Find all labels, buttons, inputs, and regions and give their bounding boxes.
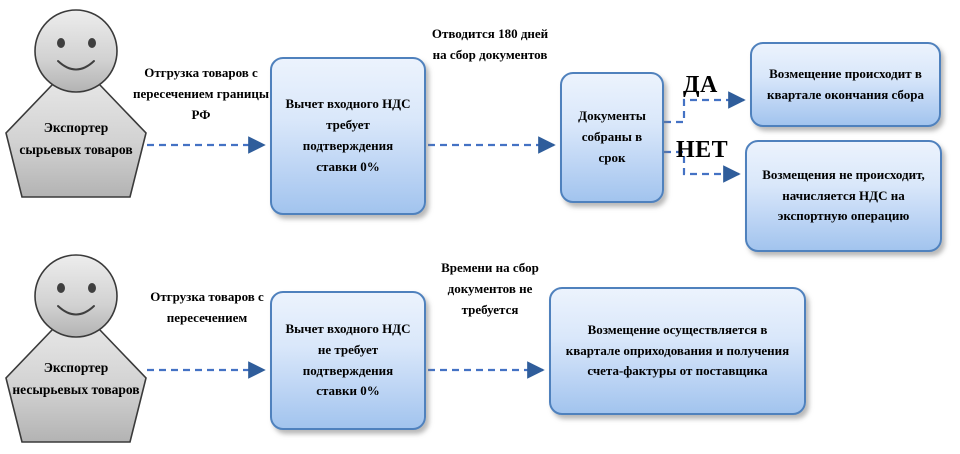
eye-icon (88, 283, 96, 293)
smile-icon (57, 305, 95, 316)
documents-collected-box: Документы собраны в срок (560, 72, 664, 203)
arrow-yes-branch (664, 91, 746, 124)
deadline-180-label: Отводится 180 дней на сбор документов (431, 26, 549, 62)
deduction-required-box: Вычет входного НДС требует подтверждения… (270, 57, 426, 215)
smile-icon (57, 60, 95, 71)
smiley-face-icon (34, 9, 118, 93)
smiley-face-icon (34, 254, 118, 338)
shipment-label-top: Отгрузка товаров с пересечением границы … (132, 65, 269, 122)
refund-on-time-box: Возмещение происходит в квартале окончан… (750, 42, 941, 127)
exporter-body-shape (5, 303, 147, 443)
no-deadline-label: Времени на сбор документов не требуется (441, 260, 539, 317)
exporter-nonraw-label: Экспортер несырьевых товаров (12, 360, 140, 398)
exporter-body-shape (5, 58, 147, 198)
refund-immediate-box: Возмещение осуществляется в квартале опр… (549, 287, 806, 415)
no-refund-box: Возмещения не происходит, начисляется НД… (745, 140, 942, 252)
no-label: НЕТ (676, 137, 729, 163)
eye-icon (57, 38, 65, 48)
yes-label: ДА (683, 72, 718, 98)
exporter-raw-goods-icon (5, 9, 147, 198)
exporter-nonraw-goods-icon (5, 254, 147, 443)
eye-icon (88, 38, 96, 48)
eye-icon (57, 283, 65, 293)
arrow-no-branch (664, 150, 741, 183)
exporter-raw-label: Экспортер сырьевых товаров (19, 120, 133, 158)
shipment-label-bottom: Отгрузка товаров с пересечением (150, 289, 264, 325)
deduction-not-required-box: Вычет входного НДС не требует подтвержде… (270, 291, 426, 430)
